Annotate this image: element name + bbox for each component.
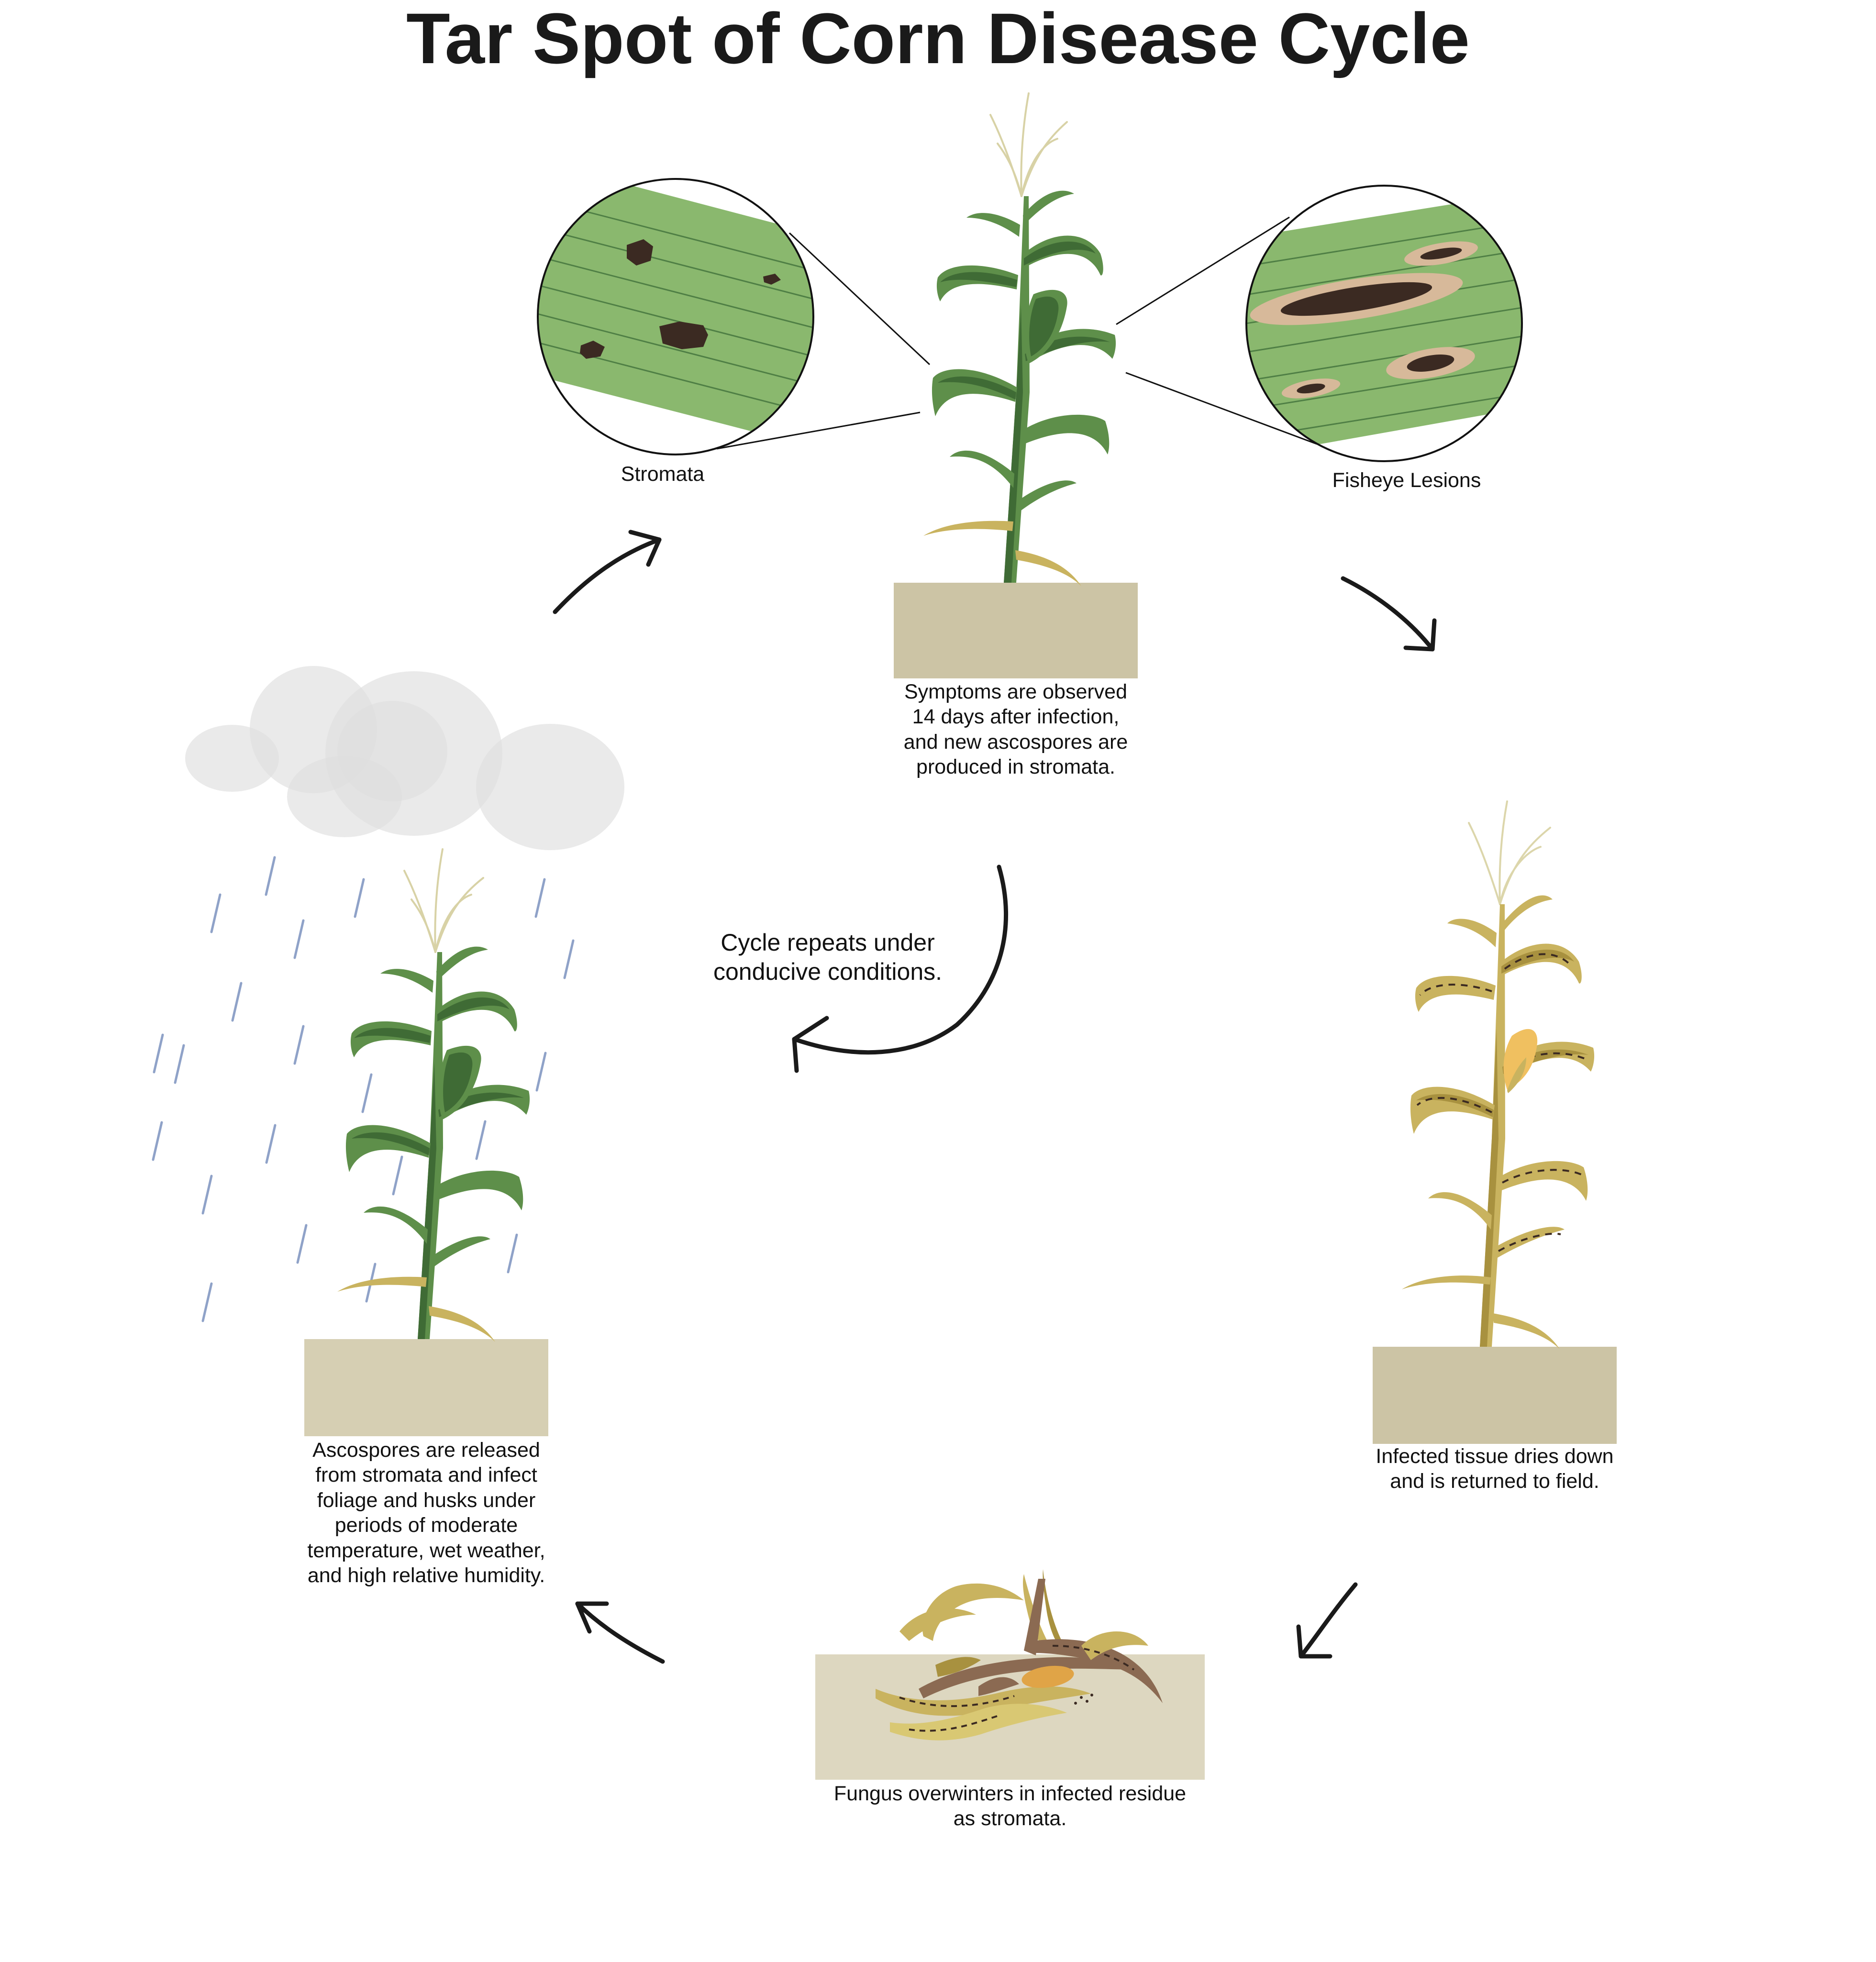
stage-infection-caption: Ascospores are released from stromata an… — [307, 1439, 545, 1587]
cycle-repeat-text: Cycle repeats under conducive conditions… — [713, 929, 943, 985]
arrow-to-bottom-icon — [1296, 1582, 1358, 1659]
arrow-to-right-icon — [1341, 576, 1437, 652]
fisheye-lesions-inset — [1116, 185, 1523, 462]
fisheye-lesions-label: Fisheye Lesions — [1332, 469, 1481, 492]
stage-symptoms-caption: Symptoms are observed 14 days after infe… — [903, 680, 1128, 779]
arrow-to-left-icon — [575, 1601, 665, 1664]
rain-icon — [152, 856, 575, 1322]
center-cycle-arrow-icon — [792, 865, 1009, 1073]
corn-plant-dry — [1402, 800, 1595, 1349]
stage-overwinter-caption: Fungus overwinters in infected residue a… — [833, 1782, 1187, 1830]
stage-dries-caption: Infected tissue dries down and is return… — [1376, 1445, 1614, 1493]
stromata-inset — [537, 178, 931, 455]
cycle-arrows — [553, 530, 1437, 1664]
soil-block-top — [894, 583, 1138, 678]
soil-block-left — [304, 1339, 548, 1436]
corn-residue-pile — [876, 1569, 1163, 1740]
cloud-icon — [185, 666, 624, 850]
corn-plant-top — [923, 92, 1116, 586]
corn-plant-rain — [337, 848, 530, 1342]
stromata-label: Stromata — [621, 463, 705, 486]
arrow-to-top-icon — [553, 530, 662, 614]
soil-block-right — [1373, 1347, 1617, 1444]
page-title: Tar Spot of Corn Disease Cycle — [406, 0, 1470, 78]
